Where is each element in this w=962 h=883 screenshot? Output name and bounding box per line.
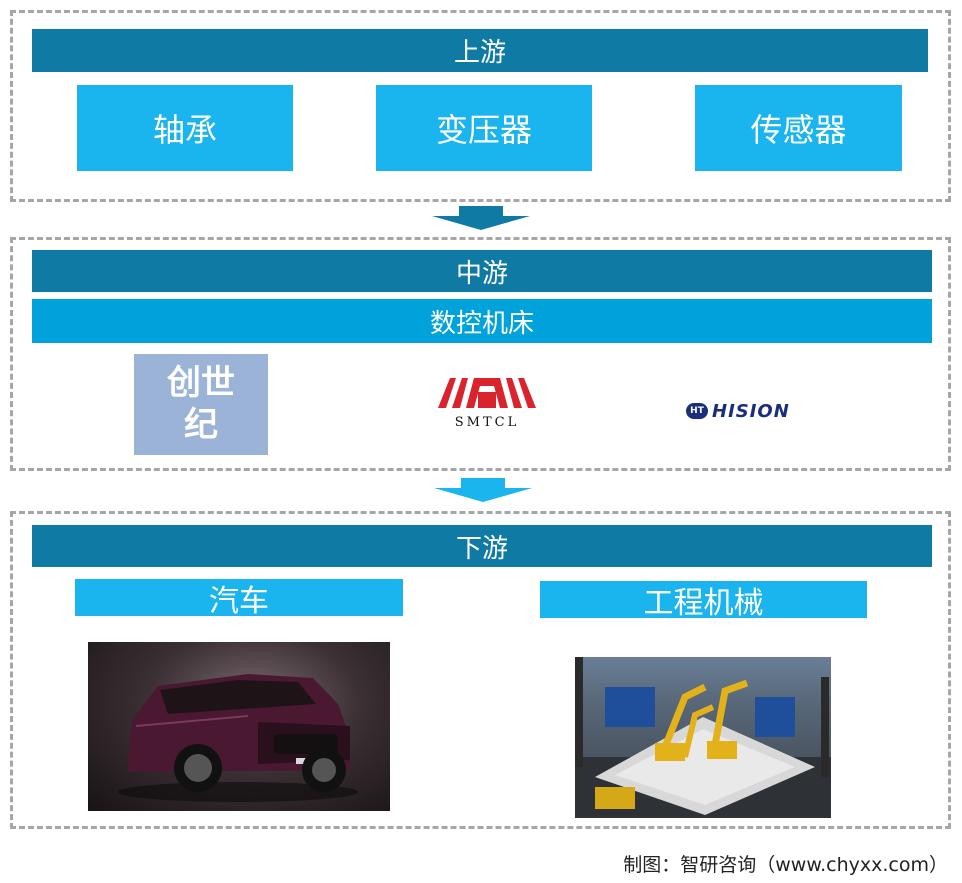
midstream-subheader: 数控机床 xyxy=(32,299,932,343)
smtcl-wordmark: SMTCL xyxy=(412,415,562,430)
hision-badge-icon: HT xyxy=(686,403,708,419)
smtcl-logo: SMTCL xyxy=(412,372,562,434)
suv-photo xyxy=(88,642,390,811)
suv-illustration-icon xyxy=(88,642,390,811)
chuangshiji-logo-line1: 创世 xyxy=(134,362,268,404)
downstream-category-machinery: 工程机械 xyxy=(540,581,867,618)
flow-arrow-down-icon xyxy=(434,478,532,502)
midstream-header: 中游 xyxy=(32,250,932,292)
machinery-illustration-icon xyxy=(575,657,831,818)
chuangshiji-logo-line2: 纪 xyxy=(134,404,268,446)
construction-machinery-photo xyxy=(575,657,831,818)
upstream-item-sensor: 传感器 xyxy=(695,85,902,171)
downstream-category-auto: 汽车 xyxy=(75,579,403,616)
upstream-header: 上游 xyxy=(32,29,928,72)
downstream-header: 下游 xyxy=(32,525,932,567)
flow-arrow-down-icon xyxy=(432,206,530,230)
hision-logo: HT HISION xyxy=(686,400,828,422)
upstream-item-transformer: 变压器 xyxy=(376,85,592,171)
upstream-item-bearing: 轴承 xyxy=(77,85,293,171)
source-credit: 制图：智研咨询（www.chyxx.com） xyxy=(623,850,948,877)
hision-wordmark: HISION xyxy=(712,401,790,422)
chuangshiji-logo: 创世 纪 xyxy=(134,354,268,455)
smtcl-mark-icon xyxy=(412,372,562,412)
